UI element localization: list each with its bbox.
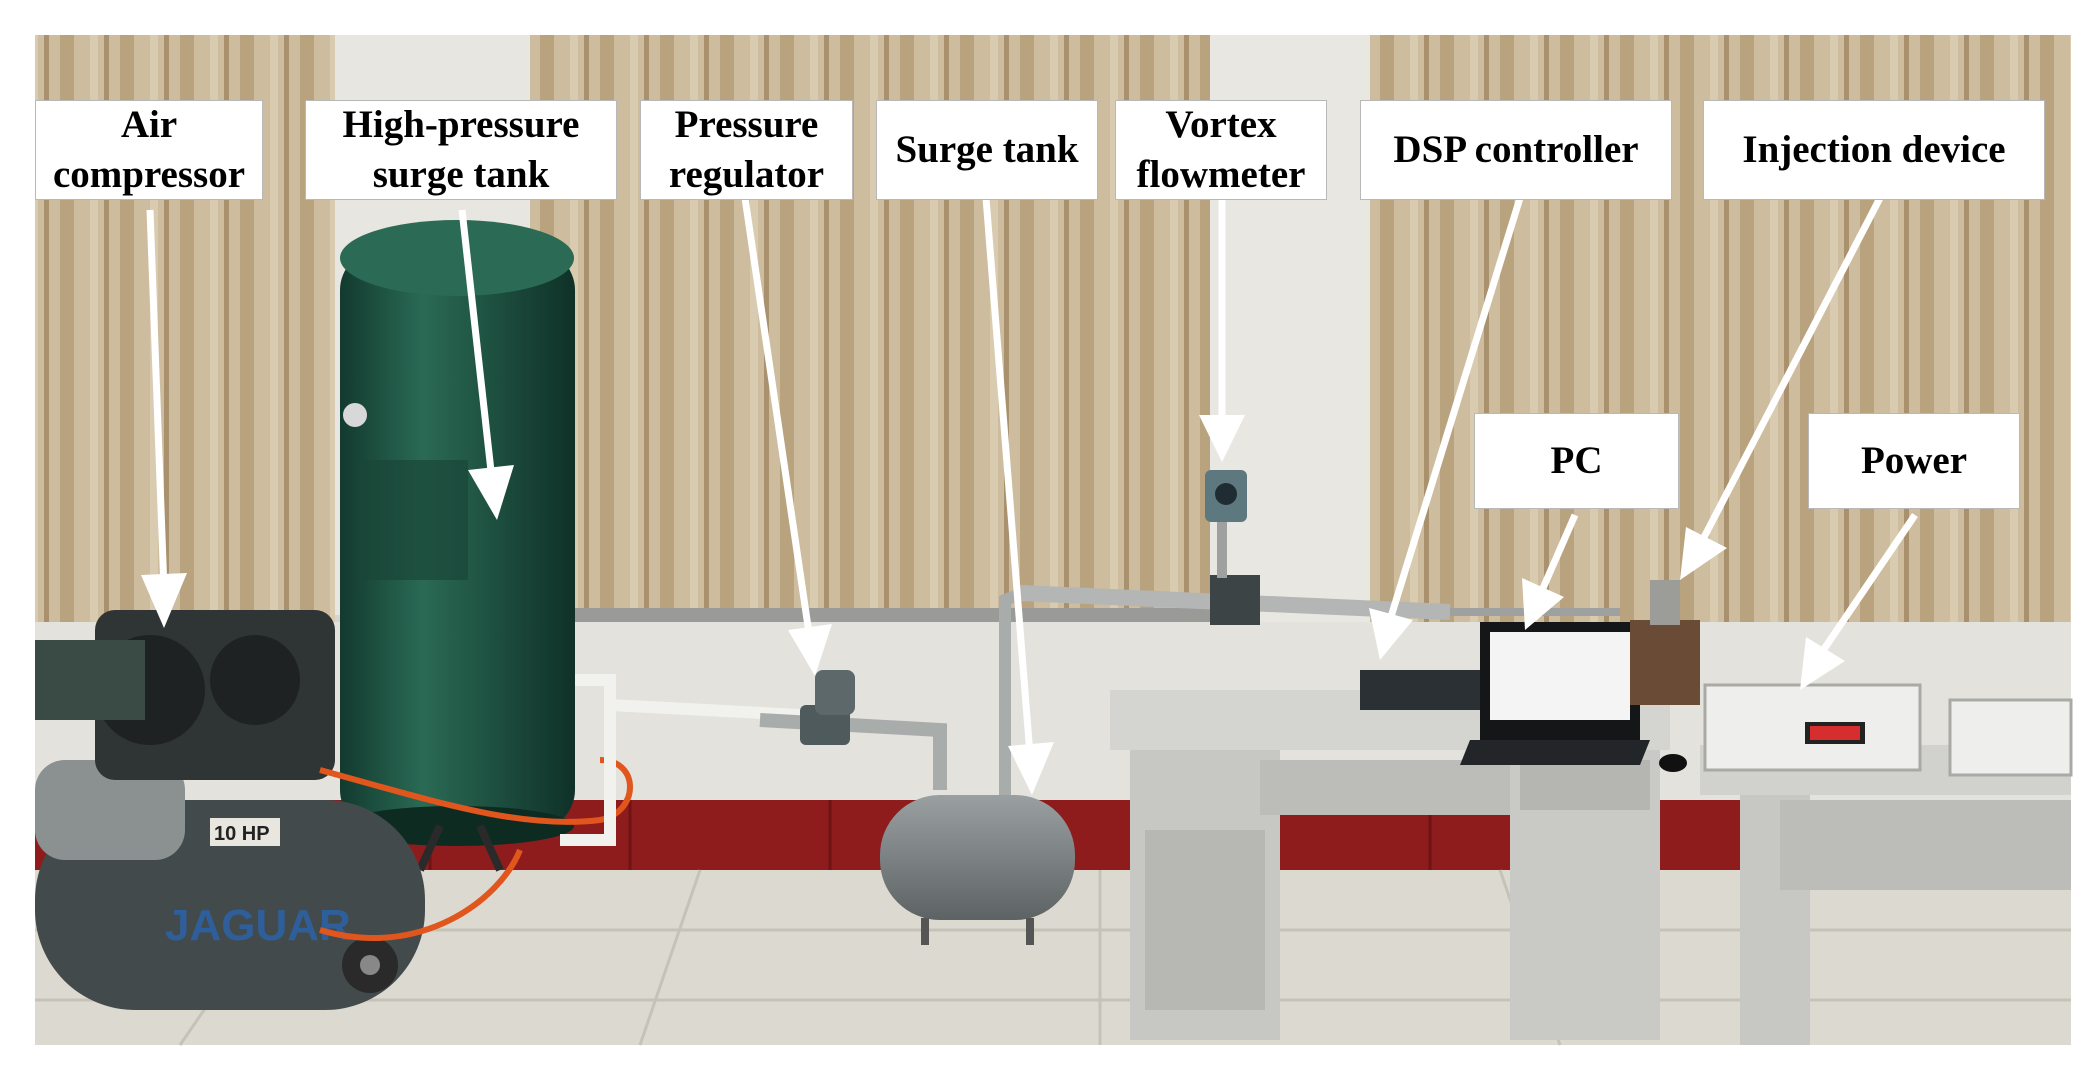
arrow-high-pressure-surge-tank (458, 209, 496, 481)
arrow-injection-device-head (1680, 527, 1727, 580)
orange-hose (319, 757, 633, 825)
label-vortex-flowmeter: Vortex flowmeter (1115, 100, 1327, 200)
arrow-surge-tank-head (1008, 742, 1054, 795)
pressure-regulator-body (759, 670, 947, 790)
arrows (141, 196, 1918, 795)
air-compressor-body: JAGUAR 10 HP (35, 610, 425, 1010)
injection-device-body (1630, 580, 1700, 705)
compressor-rating-text: 10 HP (214, 823, 270, 845)
laptop-pc (1460, 622, 1687, 772)
arrow-surge-tank (982, 197, 1034, 756)
vortex-flowmeter-body (1205, 470, 1260, 625)
compressor-brand-text: JAGUAR (165, 901, 351, 950)
arrow-injection-device (1696, 196, 1884, 547)
label-surge-tank: Surge tank (876, 100, 1098, 200)
pvc-pipe (560, 674, 616, 846)
arrow-pressure-regulator (741, 197, 814, 641)
power-supply (1703, 683, 2073, 777)
orange-hose (319, 848, 523, 942)
dsp-controller-board (1360, 670, 1480, 710)
label-dsp-controller: DSP controller (1360, 100, 1672, 200)
arrow-dsp-controller-head (1369, 608, 1413, 660)
arrow-pc (1536, 513, 1579, 597)
pvc-pipe (609, 699, 801, 721)
curtain (530, 35, 1210, 635)
arrow-pressure-regulator-head (788, 624, 832, 676)
arrow-air-compressor (146, 209, 168, 591)
arrow-high-pressure-surge-tank-head (468, 465, 514, 520)
arrow-air-compressor-head (141, 573, 187, 628)
arrow-vortex-flowmeter-head (1199, 415, 1245, 462)
window-sill (560, 608, 1220, 622)
arrow-dsp-controller (1386, 196, 1524, 622)
high-pressure-surge-tank-body (340, 220, 575, 872)
arrow-power-head (1800, 637, 1845, 690)
label-pressure-regulator: Pressure regulator (640, 100, 853, 200)
label-power: Power (1808, 413, 2020, 509)
arrow-power (1817, 513, 1918, 657)
label-high-pressure-surge-tank: High-pressure surge tank (305, 100, 617, 200)
arrow-pc-head (1522, 578, 1564, 630)
label-air-compressor: Air compressor (35, 100, 263, 200)
label-pc: PC (1474, 413, 1679, 509)
label-injection-device: Injection device (1703, 100, 2045, 200)
